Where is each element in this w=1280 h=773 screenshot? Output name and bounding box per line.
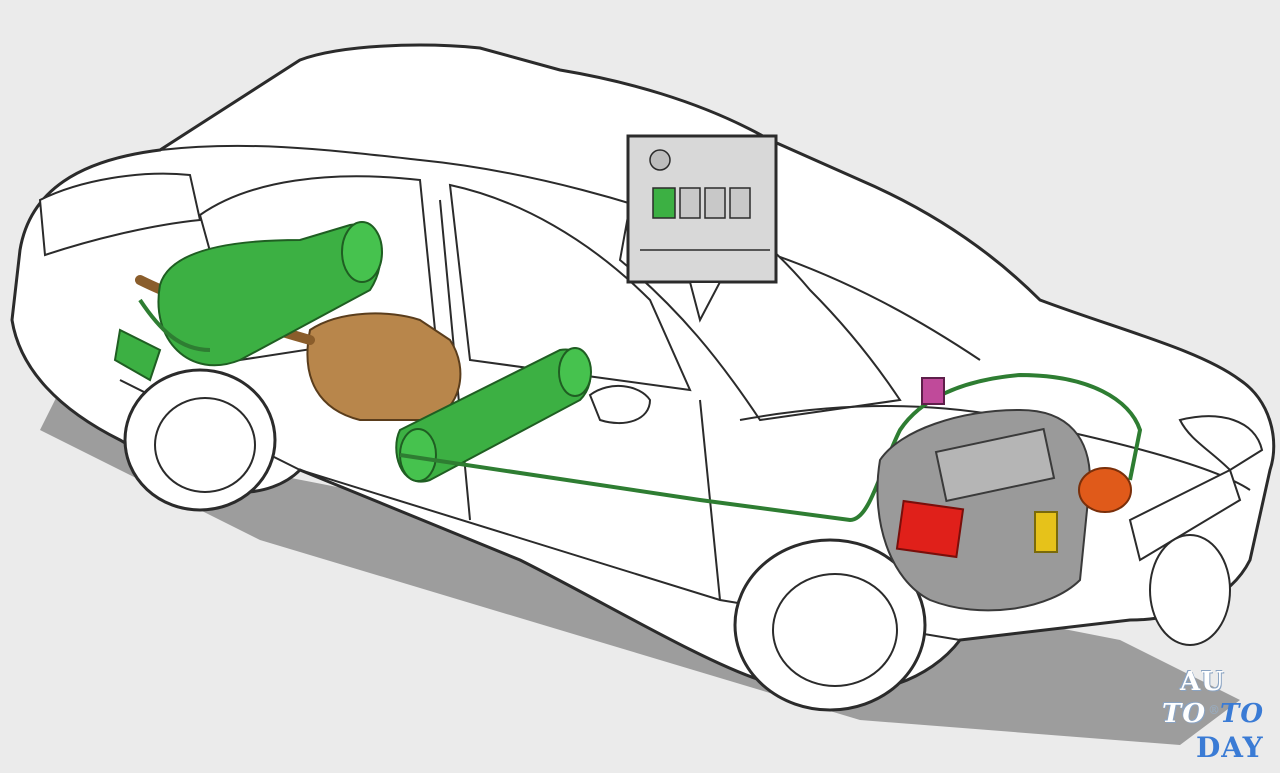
front-grille — [1128, 468, 1242, 562]
gas-filter — [921, 377, 945, 405]
roof-line — [159, 144, 981, 361]
gas-cylinder-rear — [157, 221, 383, 367]
front-side-window — [448, 183, 692, 392]
front-wheel — [733, 538, 927, 712]
watermark-line3: DAY — [1196, 731, 1264, 764]
reducer-vaporizer — [1078, 467, 1132, 513]
injector-rail — [1034, 511, 1058, 553]
watermark-line2-left: TO — [1162, 699, 1206, 729]
rear-window — [38, 172, 202, 257]
ecu — [895, 499, 965, 559]
rear-wheel — [123, 368, 277, 512]
autotoday-watermark: AU TO ® TO DAY — [1162, 667, 1272, 767]
engine — [876, 408, 1092, 612]
watermark-line2-right: TO — [1220, 699, 1264, 729]
fuel-tank — [306, 312, 462, 421]
gas-line — [138, 298, 1143, 523]
watermark-registered-mark: ® — [1208, 703, 1221, 717]
front-wheel-far — [1149, 534, 1231, 646]
dashboard-inset — [626, 134, 778, 323]
filler-valve — [113, 328, 162, 382]
side-mirror — [588, 384, 652, 425]
headlight — [1178, 415, 1264, 472]
dashboard-switch — [652, 187, 676, 219]
watermark-line1: AU — [1180, 667, 1225, 697]
gas-cylinder-underbody — [395, 347, 592, 483]
